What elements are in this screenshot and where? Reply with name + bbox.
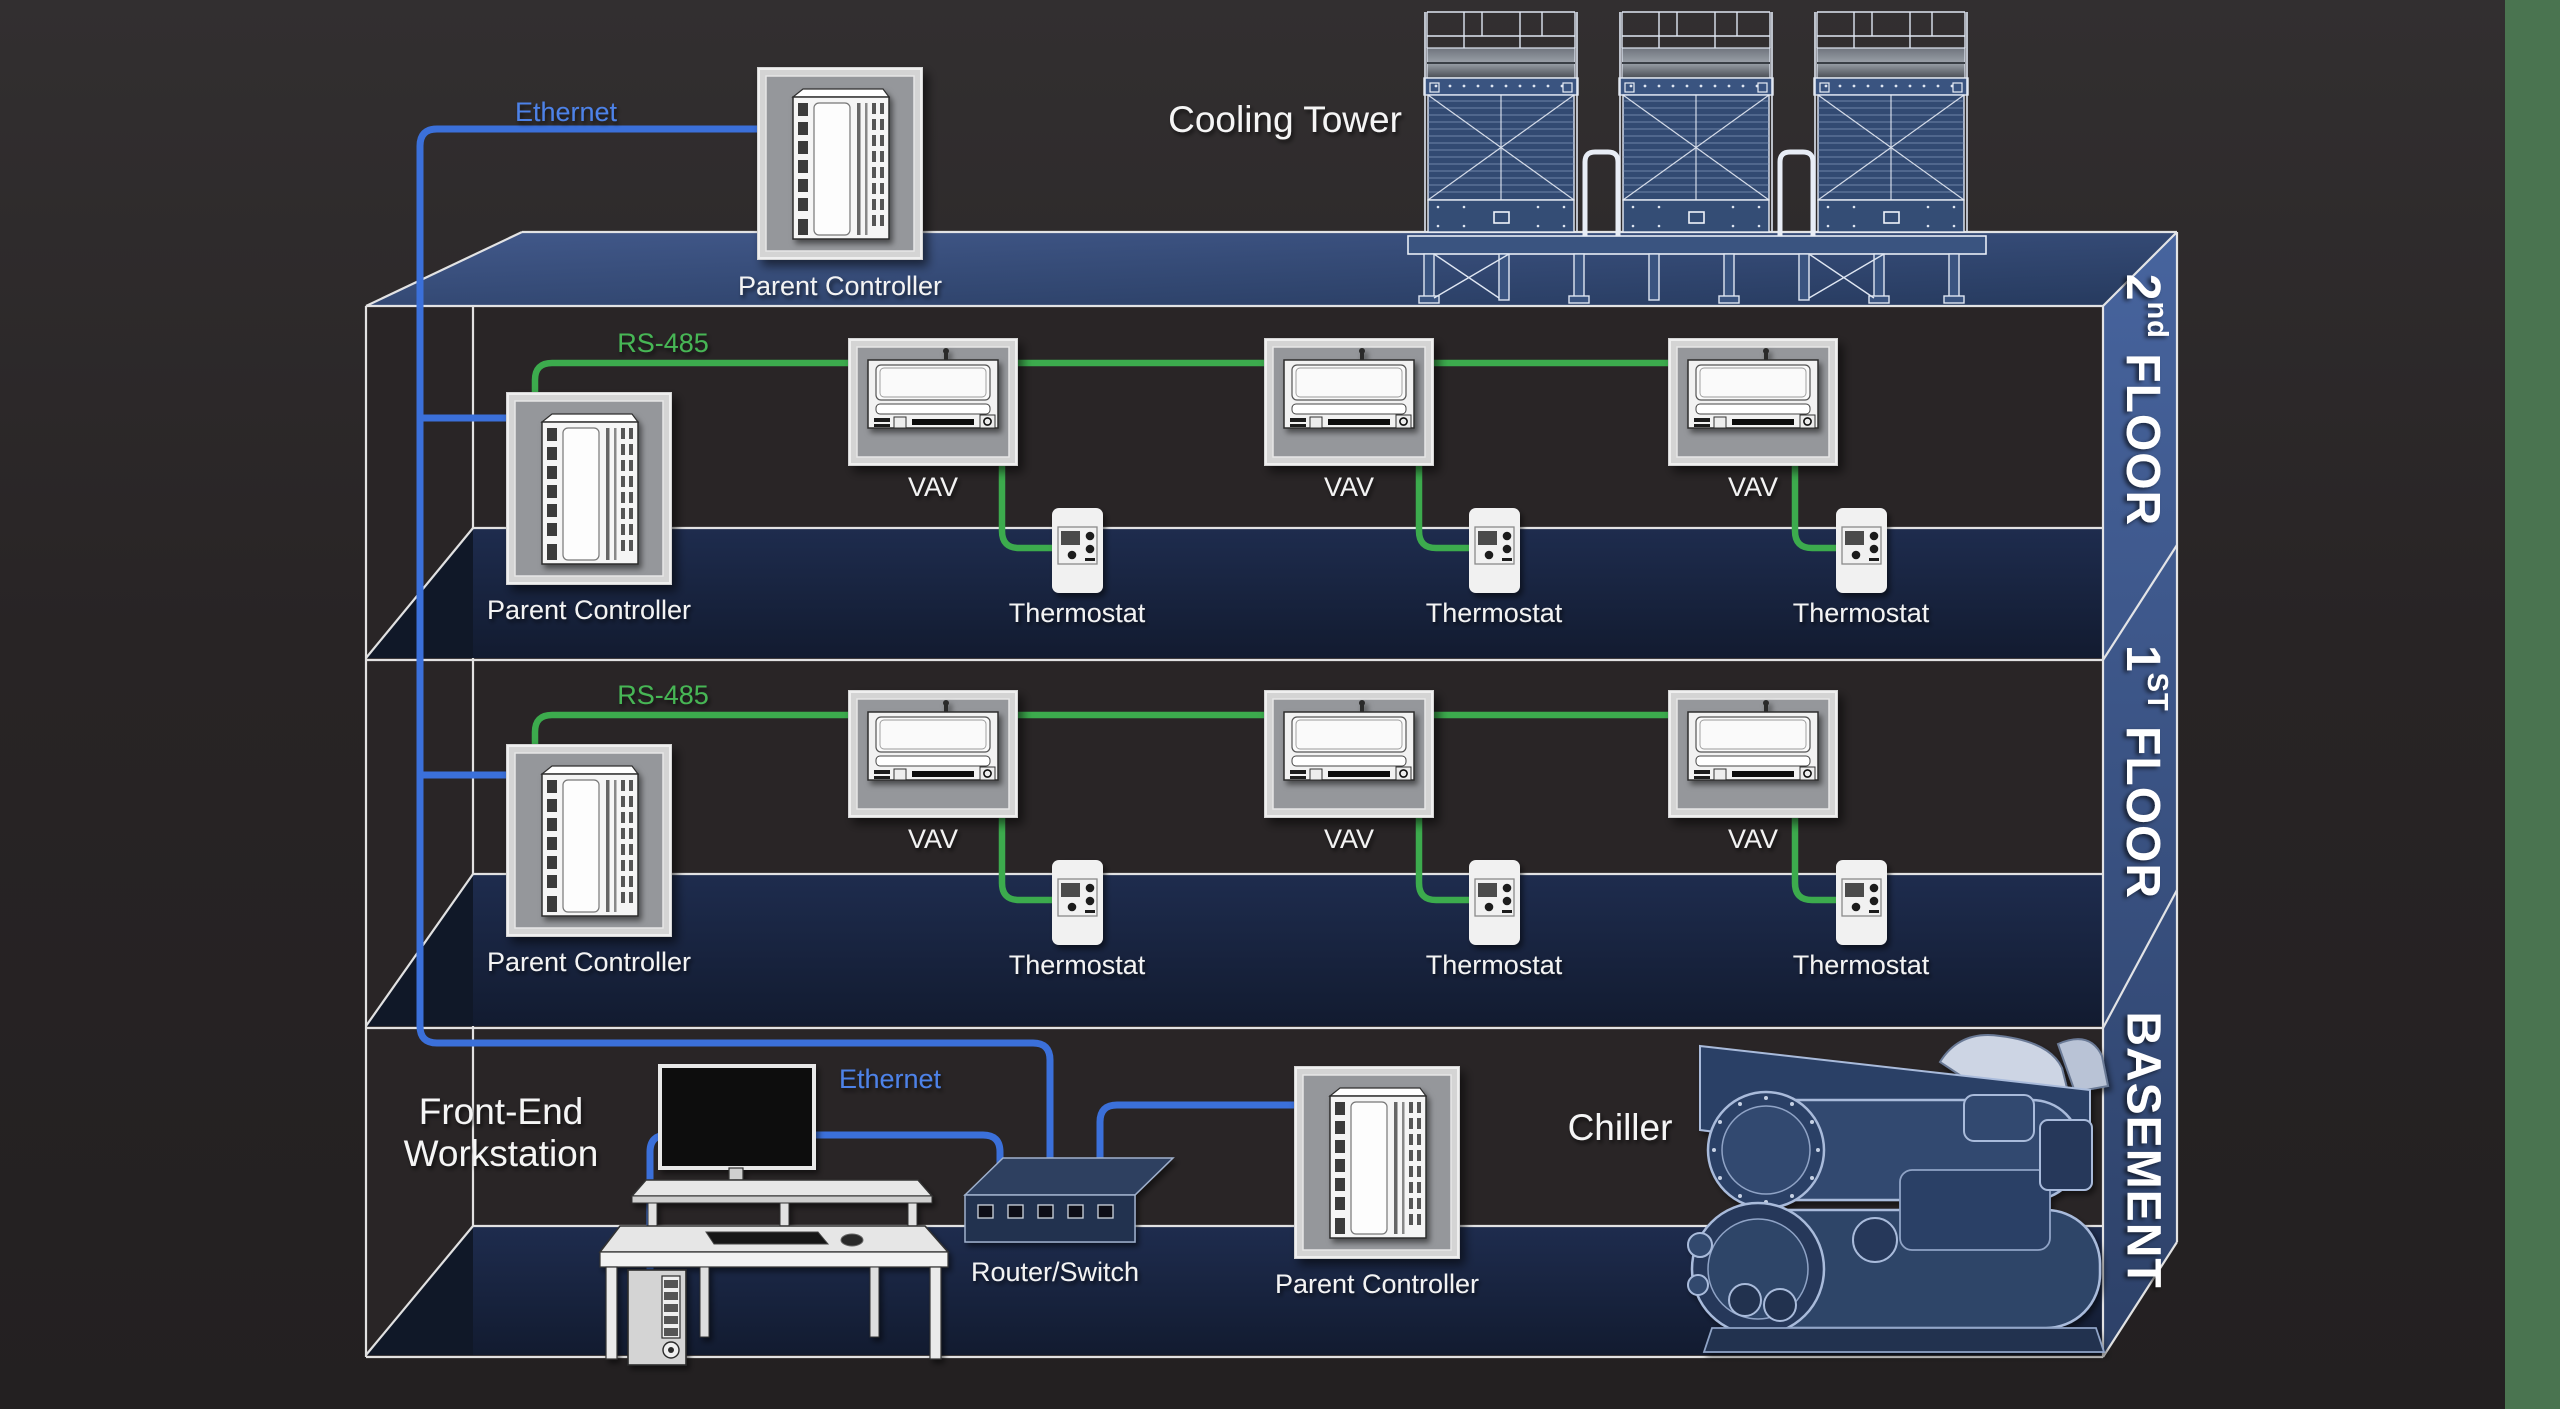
chiller-label: Chiller (1568, 1107, 1673, 1148)
parent-controller-basement-label: Parent Controller (1275, 1269, 1479, 1299)
vav-floor2-2 (1264, 338, 1434, 466)
thermostat-floor1-2-label: Thermostat (1426, 950, 1563, 980)
thermostat-floor1-1-label: Thermostat (1009, 950, 1146, 980)
rs485-lines (531, 359, 1840, 904)
right-edge-green-strip (2505, 0, 2560, 1409)
parent-controller-floor1-label: Parent Controller (487, 947, 691, 977)
ethernet-label-basement: Ethernet (839, 1064, 942, 1094)
vav-floor2-3 (1668, 338, 1838, 466)
vav-floor1-2-label: VAV (1324, 824, 1374, 854)
ethernet-label-roof: Ethernet (515, 97, 618, 127)
floor1-band-label: 1ST FLOOR (2116, 645, 2173, 899)
workstation-label-line2: Workstation (404, 1133, 599, 1174)
router-switch-label: Router/Switch (971, 1257, 1139, 1287)
workstation-illustration (598, 1064, 950, 1366)
ethernet-lines (416, 125, 1298, 1284)
rs485-drop-floor1-2 (1415, 814, 1473, 904)
chiller-illustration (1687, 1034, 2110, 1353)
thermostat-floor1-3 (1836, 860, 1887, 945)
rs485-bus-floor1 (531, 711, 1672, 748)
vav-floor1-3-label: VAV (1728, 824, 1778, 854)
ethernet-router-to-controller (1096, 1101, 1298, 1199)
router-switch-device (963, 1157, 1175, 1243)
rs485-drop-floor2-3 (1791, 462, 1840, 552)
vav-floor2-2-label: VAV (1324, 472, 1374, 502)
parent-controller-roof-label: Parent Controller (738, 271, 942, 301)
ethernet-trunk-line (416, 125, 1054, 1199)
rs485-drop-floor2-1 (998, 462, 1056, 552)
vav-floor2-1 (848, 338, 1018, 466)
rs485-label-floor1: RS-485 (617, 680, 709, 710)
rs485-label-floor2: RS-485 (617, 328, 709, 358)
thermostat-floor1-3-label: Thermostat (1793, 950, 1930, 980)
vav-floor2-1-label: VAV (908, 472, 958, 502)
rs485-drop-floor1-3 (1791, 814, 1840, 904)
pc-tower (627, 1269, 687, 1366)
cooling-tower-illustration (1407, 11, 1987, 304)
floor-band-labels: 2nd FLOOR 1ST FLOOR BASEMENT (2116, 274, 2173, 1289)
rs485-drop-floor1-1 (998, 814, 1056, 904)
workstation-label-line1: Front-End (419, 1091, 584, 1132)
rs485-drop-floor2-2 (1415, 462, 1473, 552)
parent-controller-floor2-label: Parent Controller (487, 595, 691, 625)
thermostat-floor1-1 (1052, 860, 1103, 945)
vav-floor2-3-label: VAV (1728, 472, 1778, 502)
vav-floor1-1-label: VAV (908, 824, 958, 854)
thermostat-floor2-1-label: Thermostat (1009, 598, 1146, 628)
thermostat-floor2-2 (1469, 508, 1520, 593)
parent-controller-floor1 (506, 744, 672, 937)
vav-floor1-1 (848, 690, 1018, 818)
basement-band-label: BASEMENT (2116, 1011, 2169, 1288)
thermostat-floor2-1 (1052, 508, 1103, 593)
ethernet-pc-to-router (646, 1131, 1004, 1284)
thermostat-floor2-3-label: Thermostat (1793, 598, 1930, 628)
parent-controller-roof (757, 67, 923, 260)
rs485-bus-floor2 (531, 359, 1672, 396)
vav-floor1-2 (1264, 690, 1434, 818)
monitor (658, 1064, 816, 1170)
cooling-tower-label: Cooling Tower (1168, 99, 1402, 140)
parent-controller-basement (1294, 1066, 1460, 1259)
thermostat-floor2-3 (1836, 508, 1887, 593)
floor-label-band (2103, 232, 2177, 1357)
floor2-band-label: 2nd FLOOR (2116, 274, 2173, 526)
thermostat-floor1-2 (1469, 860, 1520, 945)
thermostat-floor2-2-label: Thermostat (1426, 598, 1563, 628)
parent-controller-floor2 (506, 392, 672, 585)
vav-floor1-3 (1668, 690, 1838, 818)
